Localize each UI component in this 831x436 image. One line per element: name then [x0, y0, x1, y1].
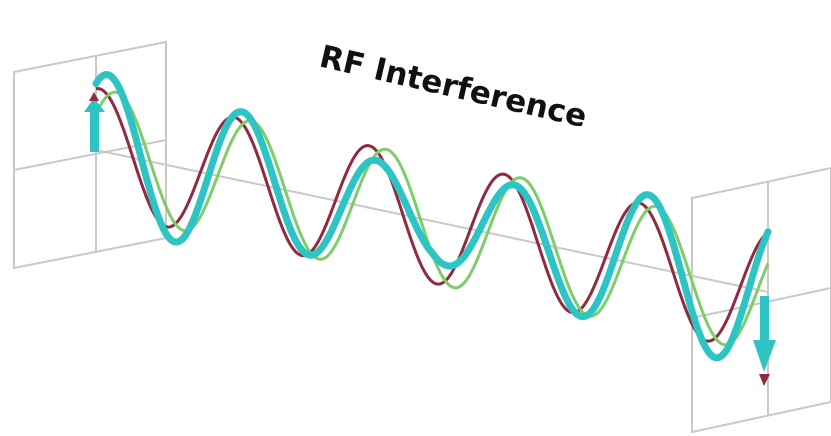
wave-red [95, 86, 769, 343]
diagram-title: RF Interference [316, 39, 590, 135]
right-panel-frame [691, 166, 831, 434]
wave-resultant [92, 71, 772, 362]
start-arrow-icon [84, 92, 105, 152]
end-arrow-icon [753, 296, 776, 386]
